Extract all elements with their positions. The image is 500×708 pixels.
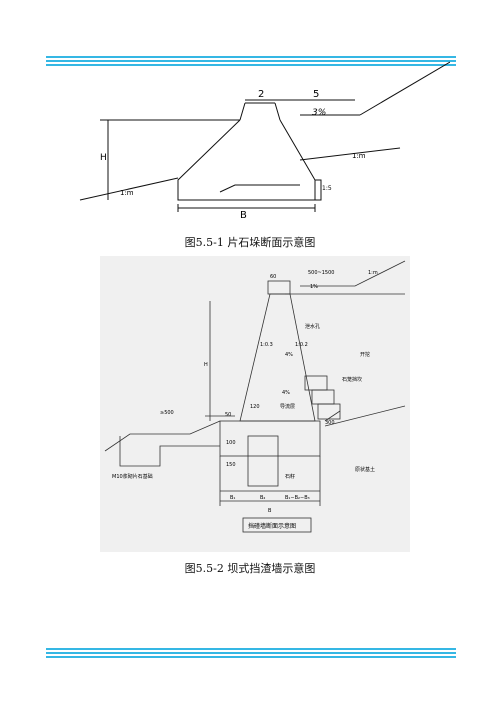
dim-150: 150 <box>226 462 236 468</box>
ratio-left: 1:0.3 <box>260 342 273 348</box>
dim-shoulder-width: 5 <box>313 89 319 100</box>
backfill-label: 导流层 <box>280 403 295 410</box>
dim-b3: B₁−B₂−B₃ <box>285 495 310 501</box>
slope-label: 3% <box>312 108 326 118</box>
figure1-caption: 图5.5-1 片石垛断面示意图 <box>184 236 316 249</box>
drain-label: 泄水孔 <box>305 323 320 330</box>
dim-top: 60 <box>270 274 276 280</box>
ratio-right: 1:m <box>352 152 366 160</box>
dim-berm: 500~1500 <box>308 270 334 276</box>
steep-label: 1:m <box>368 270 378 276</box>
slope-top: 1% <box>310 284 318 290</box>
dim-100: 100 <box>226 440 236 446</box>
dim-base-width: B <box>240 210 247 221</box>
stone-label: 石籽 <box>285 473 295 480</box>
foot-label: 原状基土 <box>355 466 375 473</box>
dim-top-width: 2 <box>258 89 264 100</box>
dim-min500: ≥500 <box>160 410 174 416</box>
pct-2: 4% <box>282 390 290 396</box>
ratio-right: 1:0.2 <box>295 342 308 348</box>
dim-50: 50 <box>225 412 231 418</box>
ratio-left: 1:m <box>120 189 134 197</box>
dam-retaining-wall-diagram: 60 500~1500 1% 1:0.3 1:0.2 泄水孔 4% 4% 导流层… <box>100 256 410 552</box>
toe-label: 1:5 <box>322 185 332 192</box>
dim-h: H <box>204 362 208 368</box>
dim-300: 300 <box>325 420 335 426</box>
gravel-label: 开挖 <box>360 351 370 358</box>
dim-b1: B₁ <box>230 495 235 501</box>
bag-label: 石笼挡坎 <box>342 376 362 383</box>
dim-b2: B₂ <box>260 495 265 501</box>
figure2-caption: 图5.5-2 坝式挡渣墙示意图 <box>184 562 316 575</box>
footer-rule <box>46 648 456 660</box>
mortar-label: M10浆砌片石基础 <box>112 473 153 480</box>
figure2-inner-title: 挡碴墙断面示意图 <box>248 522 296 530</box>
rubble-stack-section-diagram: 2 5 3% H B 1:m 1:m 1:5 <box>79 61 450 221</box>
pct-1: 4% <box>285 352 293 358</box>
dim-120: 120 <box>250 404 260 410</box>
dim-height: H <box>100 153 107 163</box>
header-rule <box>46 56 456 68</box>
dim-B: B <box>268 508 272 514</box>
